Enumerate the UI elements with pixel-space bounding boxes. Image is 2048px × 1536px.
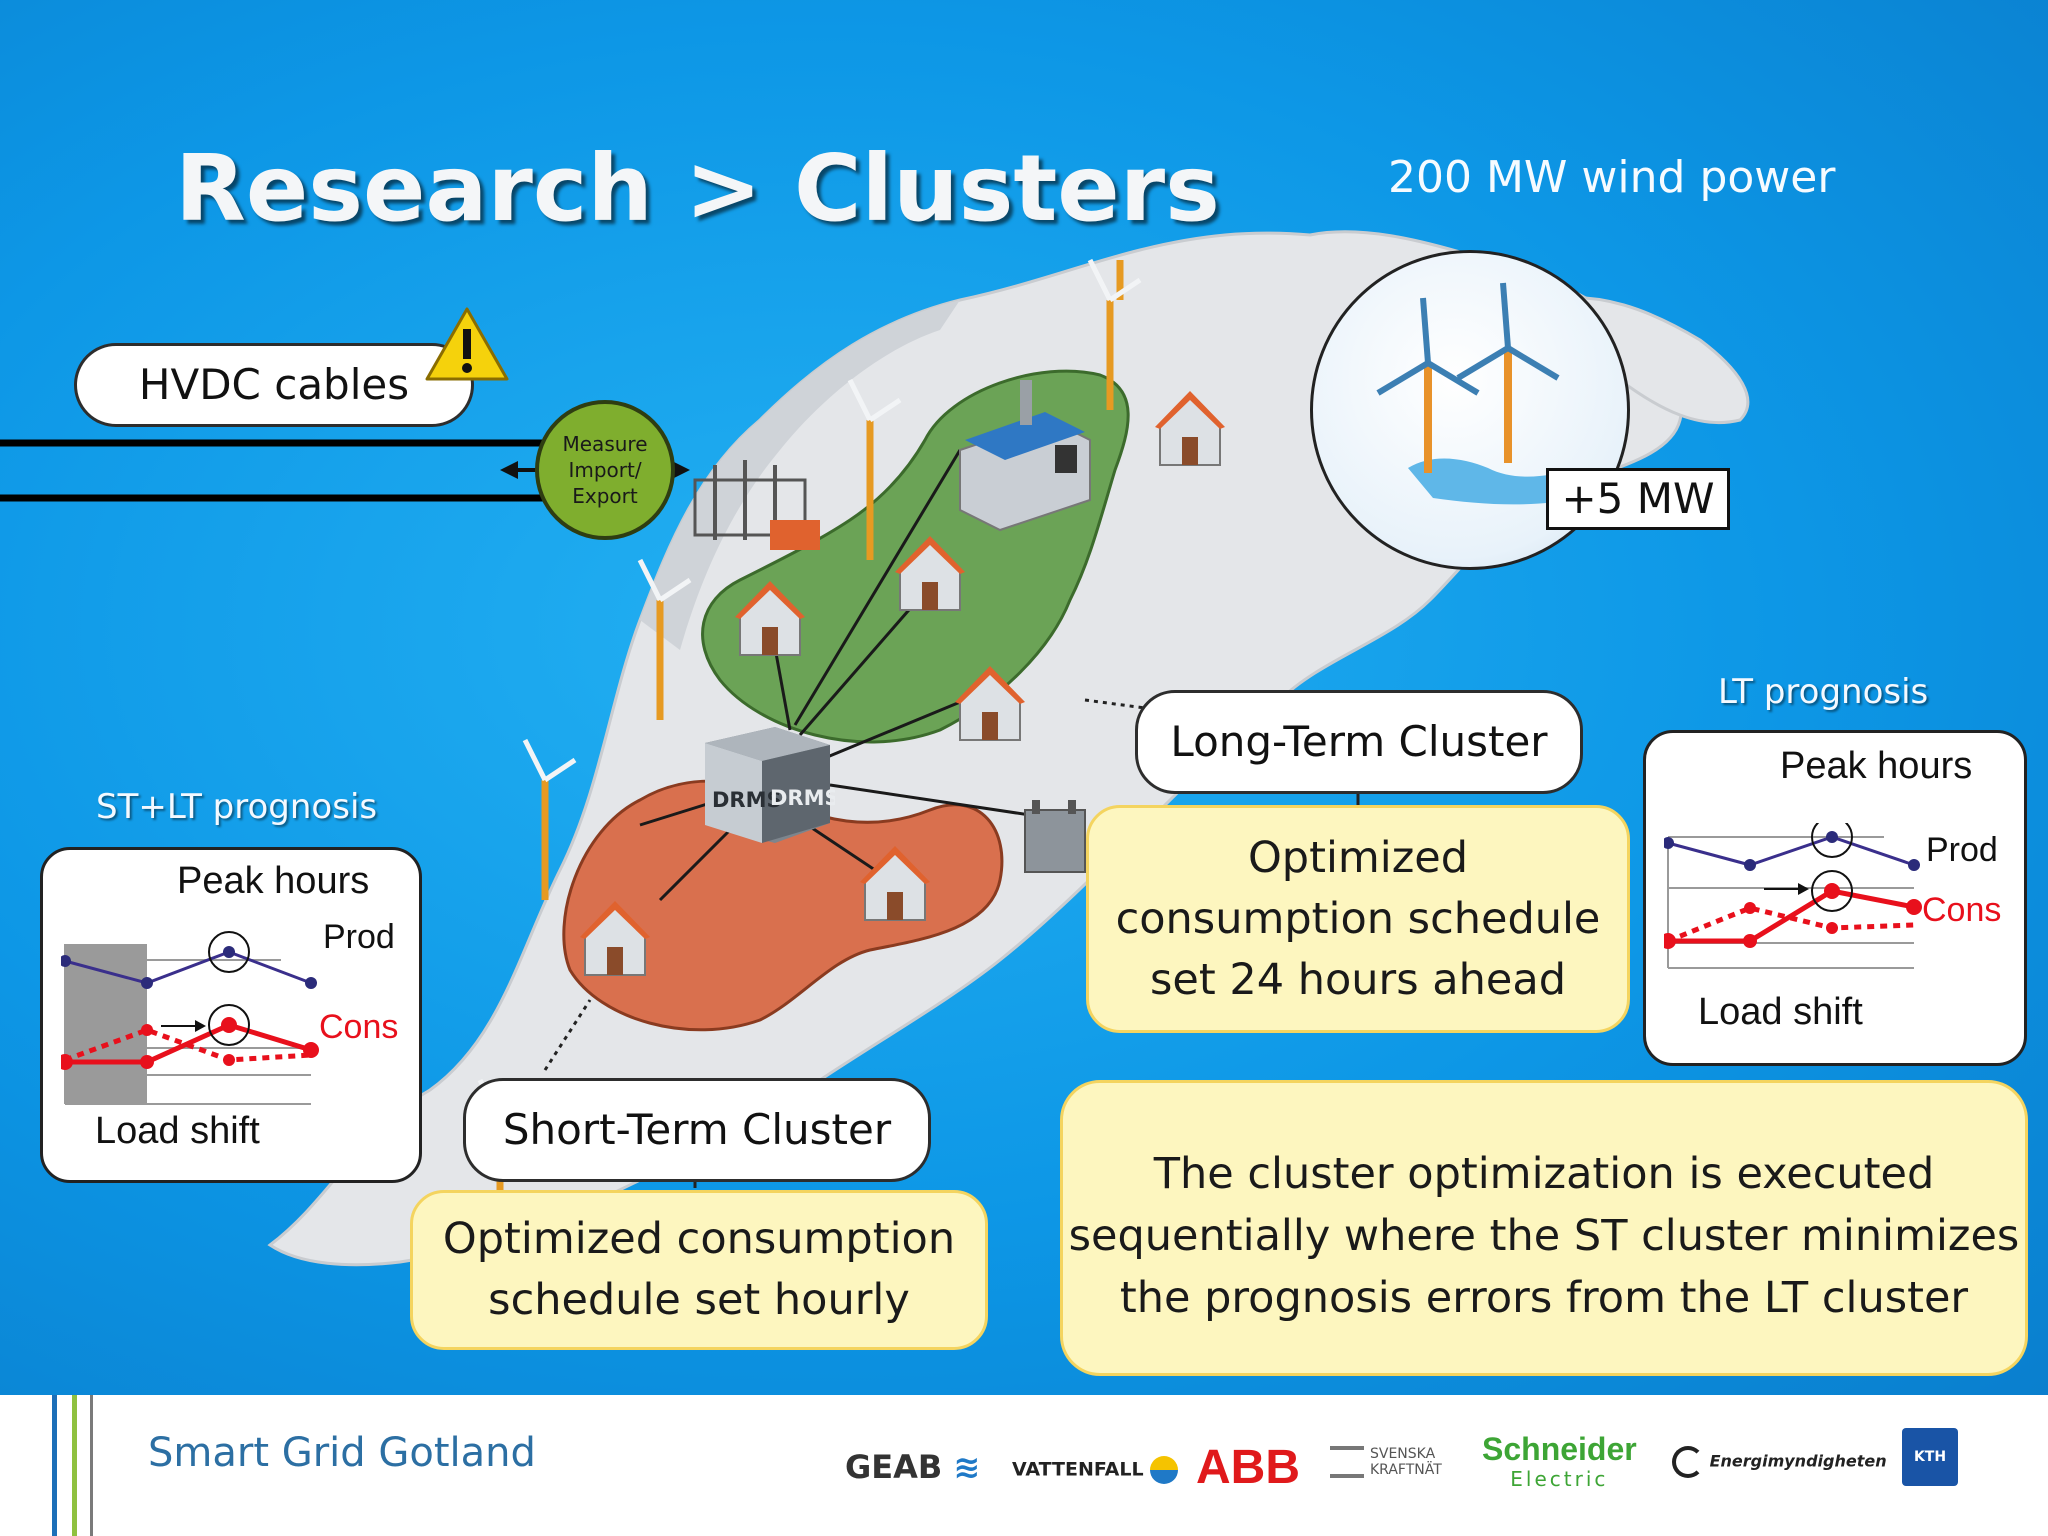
hvdc-label: HVDC cables — [74, 343, 474, 427]
house-icon-lt2 — [895, 536, 965, 611]
vattenfall-sun-icon — [1150, 1456, 1179, 1484]
export-arrow-head — [672, 461, 690, 479]
summary-line-3: the prognosis errors from the LT cluster — [1119, 1273, 1969, 1323]
lt-peak-circle-prod — [1811, 823, 1853, 858]
geab-logo: GEAB ≋ — [845, 1448, 980, 1486]
link-house-lt3 — [819, 698, 966, 762]
lt-prognosis-heading: LT prognosis — [1718, 672, 1929, 712]
wind-power-caption: 200 MW wind power — [1388, 152, 1836, 203]
energimyndigheten-text: Energimyndigheten — [1709, 1451, 1887, 1471]
gotland-map — [0, 230, 1750, 1267]
factory-icon — [959, 380, 1091, 532]
st-peak-hours: Peak hours — [177, 860, 370, 902]
short-term-schedule-box: Optimized consumption schedule set hourl… — [410, 1190, 988, 1350]
svenska-kraftnat-icon — [1330, 1446, 1364, 1478]
st-peak-circle-cons — [208, 1004, 250, 1046]
long-term-schedule-line-3: set 24 hours ahead — [1149, 955, 1567, 1005]
summary-line-2: sequentially where the ST cluster minimi… — [1068, 1211, 2020, 1261]
st-lt-prognosis-graph — [61, 931, 319, 1105]
lt-connector — [1084, 698, 1146, 710]
import-arrow-head — [500, 461, 518, 479]
svenska-kraftnat-text: SVENSKA KRAFTNÄT — [1370, 1446, 1442, 1478]
short-term-schedule-line-2: schedule set hourly — [488, 1275, 910, 1325]
measure-line-2: Import/ — [568, 458, 642, 482]
long-term-schedule-box: Optimized consumption schedule set 24 ho… — [1086, 805, 1630, 1033]
lt-peak-hours: Peak hours — [1780, 745, 1973, 787]
hvdc-label-text: HVDC cables — [138, 360, 410, 409]
summary-line-1: The cluster optimization is executed — [1153, 1149, 1935, 1199]
st-prod-line — [64, 950, 312, 985]
house-icon-lt3 — [955, 666, 1025, 741]
transformer-icon — [1024, 800, 1086, 873]
lt-prod-label: Prod — [1926, 831, 1998, 869]
plus-5mw-text: +5 MW — [1561, 474, 1715, 523]
lt-peak-circle-cons — [1811, 870, 1853, 912]
page-title: Research > Clusters — [175, 135, 1220, 242]
slide: Research > Clusters 200 MW wind power HV… — [0, 0, 2048, 1395]
svenska-kraftnat-logo: SVENSKA KRAFTNÄT — [1330, 1446, 1458, 1478]
island-shadow — [640, 300, 960, 650]
kth-logo-text: KTH — [1913, 1449, 1947, 1465]
st-peak-circle-prod — [208, 931, 250, 973]
plus-5mw-box: +5 MW — [1546, 468, 1730, 530]
offshore-turbine-icon — [1376, 282, 1578, 505]
geab-logo-mark: ≋ — [942, 1448, 981, 1486]
long-term-schedule-line-2: consumption schedule — [1115, 894, 1601, 944]
geab-logo-text: GEAB — [845, 1448, 943, 1486]
long-term-schedule-line-1: Optimized — [1247, 833, 1469, 883]
schneider-electric-logo: Schneider Electric — [1482, 1431, 1637, 1494]
summary-box: The cluster optimization is executed seq… — [1060, 1080, 2028, 1376]
st-load-shift: Load shift — [95, 1110, 260, 1152]
footer-bar-1 — [52, 1395, 57, 1536]
energimyndigheten-icon — [1672, 1446, 1704, 1478]
st-lt-prognosis-card: Peak hours Prod Cons Load shift — [40, 847, 422, 1183]
house-icon-lt1 — [735, 581, 805, 656]
st-lt-prognosis-heading: ST+LT prognosis — [96, 787, 378, 827]
project-name: Smart Grid Gotland — [148, 1430, 536, 1476]
st-elapsed-period-shade — [65, 944, 147, 1104]
lt-prognosis-card: Peak hours Prod Cons Load shift — [1643, 730, 2027, 1066]
link-house-st1 — [658, 818, 742, 902]
vattenfall-logo: VATTENFALL — [1012, 1456, 1179, 1484]
footer-bar-2 — [72, 1395, 77, 1536]
kth-logo: KTH — [1902, 1428, 1958, 1486]
st-cons-shifted-line — [65, 1022, 312, 1065]
electric-logo-text: Electric — [1510, 1467, 1609, 1491]
substation-icon — [693, 460, 820, 550]
long-term-cluster-label: Long-Term Cluster — [1135, 690, 1583, 794]
link-factory — [793, 449, 962, 726]
lt-cons-label: Cons — [1922, 891, 2002, 929]
measure-line-3: Export — [572, 484, 638, 508]
warning-icon — [425, 307, 509, 381]
vattenfall-logo-text: VATTENFALL — [1012, 1458, 1144, 1481]
drms-label-left: DRMS — [712, 788, 782, 812]
long-term-cluster-text: Long-Term Cluster — [1170, 717, 1548, 766]
lt-load-shift: Load shift — [1698, 991, 1863, 1033]
measure-import-export-node: Measure Import/ Export — [535, 400, 675, 540]
st-prod-label: Prod — [323, 918, 395, 956]
house-icon-st1 — [580, 901, 650, 976]
house-icon-outer — [1155, 391, 1225, 466]
lt-prod-line — [1667, 835, 1915, 867]
abb-logo: ABB — [1196, 1441, 1300, 1494]
st-cons-label: Cons — [319, 1008, 399, 1046]
house-icon-st2 — [860, 846, 930, 921]
lt-cons-planned-line — [1667, 905, 1915, 944]
footer: Smart Grid Gotland — [0, 1395, 2048, 1536]
link-right — [829, 783, 1031, 817]
drms-label-right: DRMS — [770, 786, 835, 810]
short-term-schedule-line-1: Optimized consumption — [442, 1214, 956, 1264]
footer-bar-3 — [90, 1395, 93, 1536]
energimyndigheten-logo: Energimyndigheten — [1672, 1446, 1887, 1478]
short-term-cluster-label: Short-Term Cluster — [463, 1078, 931, 1182]
drms-server-icon: DRMS DRMS — [705, 727, 835, 843]
short-term-cluster-text: Short-Term Cluster — [502, 1105, 892, 1154]
schneider-logo-text: Schneider — [1482, 1431, 1637, 1467]
lt-cons-shifted-line — [1668, 888, 1915, 944]
lt-prognosis-graph — [1664, 823, 1922, 969]
measure-line-1: Measure — [562, 432, 648, 456]
